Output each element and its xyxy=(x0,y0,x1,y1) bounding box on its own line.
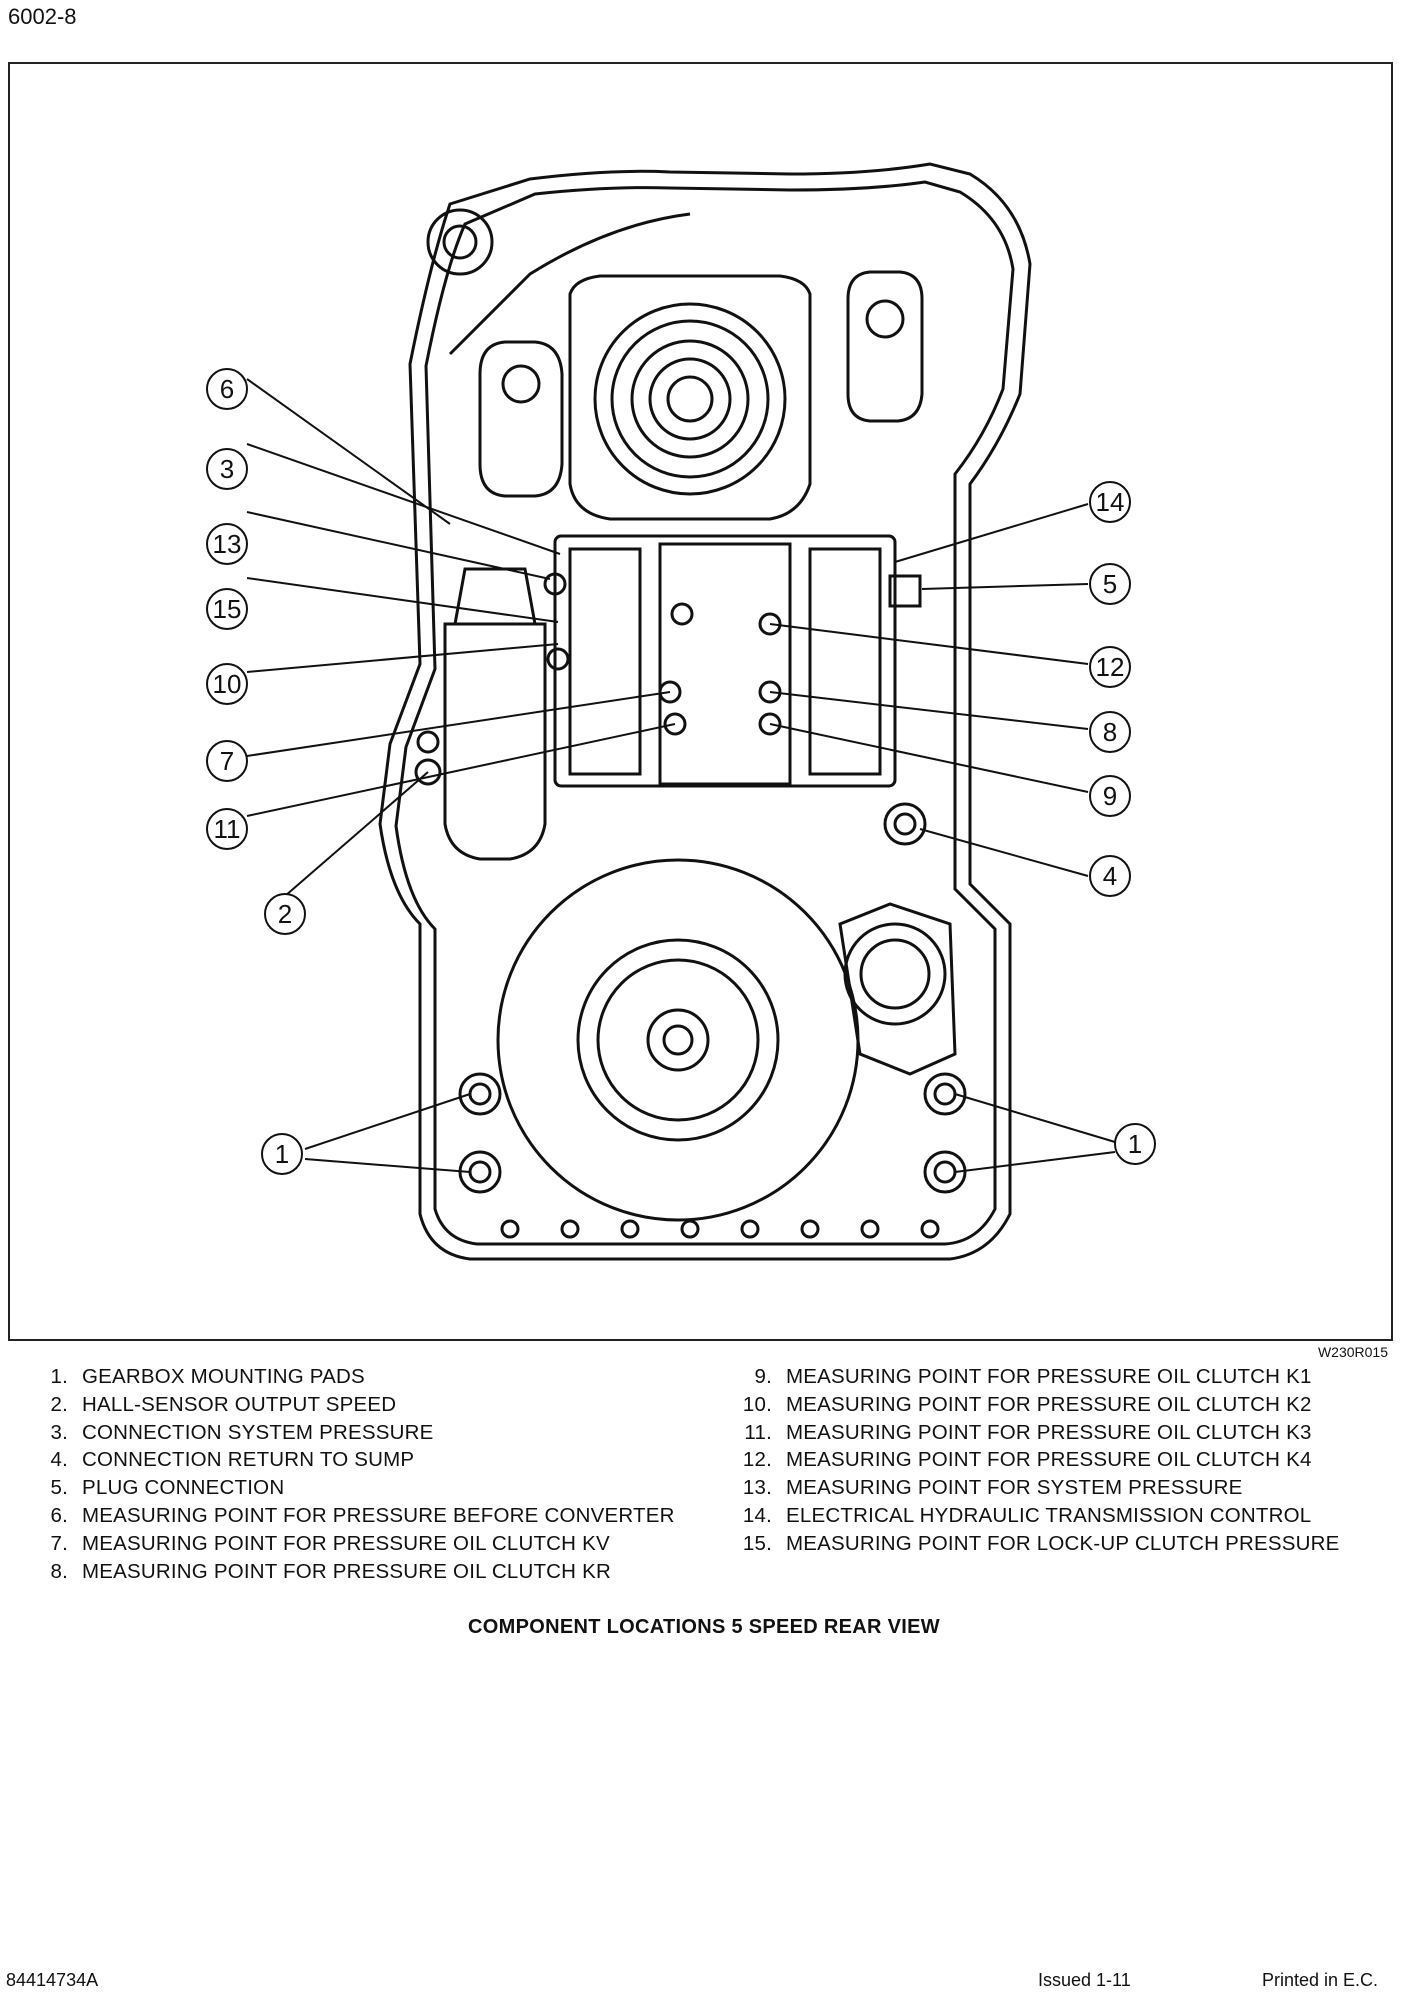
legend-left: 1. GEARBOX MOUNTING PADS 2. HALL-SENSOR OUT… xyxy=(34,1363,675,1585)
svg-text:9: 9 xyxy=(1103,781,1117,811)
callout-4: 4 xyxy=(1089,855,1131,897)
legend-item-text: MEASURING POINT FOR SYSTEM PRESSURE xyxy=(786,1476,1243,1500)
legend-item: 2. HALL-SENSOR OUTPUT SPEED xyxy=(34,1391,675,1419)
legend-item-text: MEASURING POINT FOR PRESSURE OIL CLUTCH … xyxy=(786,1392,1312,1416)
transmission-drawing: 6 3 13 15 10 7 11 2 1 14 5 12 8 9 4 1 xyxy=(206,162,1156,1261)
legend-item-number: 8. xyxy=(50,1559,68,1583)
legend-item: 7. MEASURING POINT FOR PRESSURE OIL CLUTC… xyxy=(34,1530,675,1558)
legend-item-text: MEASURING POINT FOR PRESSURE BEFORE CONV… xyxy=(82,1503,675,1527)
svg-text:10: 10 xyxy=(213,669,242,699)
legend-item: 14. ELECTRICAL HYDRAULIC TRANSMISSION CON… xyxy=(738,1502,1339,1530)
legend-item-number: 3. xyxy=(50,1420,68,1444)
svg-text:1: 1 xyxy=(275,1139,289,1169)
callout-11: 11 xyxy=(206,808,248,850)
legend-right: 9. MEASURING POINT FOR PRESSURE OIL CLUTC… xyxy=(738,1363,1339,1558)
legend-item-number: 13. xyxy=(742,1476,772,1500)
svg-text:6: 6 xyxy=(220,374,234,404)
legend-item-number: 1. xyxy=(50,1365,68,1388)
legend-item: 6. MEASURING POINT FOR PRESSURE BEFORE CO… xyxy=(34,1502,675,1530)
transmission-diagram: 6 3 13 15 10 7 11 2 1 14 5 12 8 9 4 1 xyxy=(8,62,1393,1341)
legend-item-number: 11. xyxy=(744,1420,772,1444)
legend-item: 12. MEASURING POINT FOR PRESSURE OIL CLUT… xyxy=(738,1446,1339,1474)
legend-item-number: 5. xyxy=(50,1476,68,1500)
legend-item: 13. MEASURING POINT FOR SYSTEM PRESSURE xyxy=(738,1474,1339,1502)
callout-13: 13 xyxy=(206,523,248,565)
legend-item: 8. MEASURING POINT FOR PRESSURE OIL CLUTC… xyxy=(34,1558,675,1586)
callout-8: 8 xyxy=(1089,711,1131,753)
legend-item: 4. CONNECTION RETURN TO SUMP xyxy=(34,1446,675,1474)
svg-text:5: 5 xyxy=(1103,569,1117,599)
legend-item-number: 2. xyxy=(50,1392,68,1416)
legend-item-text: CONNECTION RETURN TO SUMP xyxy=(82,1448,415,1472)
callout-9: 9 xyxy=(1089,775,1131,817)
svg-text:4: 4 xyxy=(1103,861,1117,891)
figure-code: W230R015 xyxy=(1317,1344,1388,1360)
callout-3: 3 xyxy=(206,448,248,490)
legend-item-number: 15. xyxy=(742,1531,772,1555)
svg-text:2: 2 xyxy=(278,899,292,929)
legend-item-text: GEARBOX MOUNTING PADS xyxy=(82,1365,365,1388)
legend-item-text: PLUG CONNECTION xyxy=(82,1476,285,1500)
legend-item-text: MEASURING POINT FOR PRESSURE OIL CLUTCH … xyxy=(82,1531,610,1555)
svg-text:13: 13 xyxy=(213,529,242,559)
footer-printed: Printed in E.C. xyxy=(1262,1970,1379,1990)
svg-text:11: 11 xyxy=(214,814,241,844)
legend-item: 15. MEASURING POINT FOR LOCK-UP CLUTCH PR… xyxy=(738,1530,1339,1558)
callout-2: 2 xyxy=(264,893,306,935)
svg-text:7: 7 xyxy=(220,746,234,776)
callout-5: 5 xyxy=(1089,563,1131,605)
legend-item: 3. CONNECTION SYSTEM PRESSURE xyxy=(34,1419,675,1447)
housing-outline xyxy=(378,162,1032,1261)
footer-issued: Issued 1-11 xyxy=(1038,1970,1131,1990)
legend-item-text: MEASURING POINT FOR LOCK-UP CLUTCH PRESS… xyxy=(786,1531,1340,1555)
callout-6: 6 xyxy=(206,368,248,410)
legend-item: 9. MEASURING POINT FOR PRESSURE OIL CLUTC… xyxy=(738,1363,1339,1391)
footer-doc-number: 84414734A xyxy=(6,1970,99,1990)
legend-item: 5. PLUG CONNECTION xyxy=(34,1474,675,1502)
legend-item-number: 7. xyxy=(50,1531,68,1555)
callout-1-left: 1 xyxy=(261,1133,303,1175)
legend-item-number: 9. xyxy=(754,1365,772,1388)
legend-item-number: 14. xyxy=(742,1503,772,1527)
svg-text:8: 8 xyxy=(1103,717,1117,747)
legend-item-number: 4. xyxy=(50,1448,68,1472)
figure-caption: COMPONENT LOCATIONS 5 SPEED REAR VIEW xyxy=(468,1616,940,1638)
legend-item-text: MEASURING POINT FOR PRESSURE OIL CLUTCH … xyxy=(786,1420,1312,1444)
legend-item: 11. MEASURING POINT FOR PRESSURE OIL CLUT… xyxy=(738,1419,1339,1447)
legend-item-number: 12. xyxy=(742,1448,772,1472)
legend-item-number: 10. xyxy=(742,1392,772,1416)
callout-7: 7 xyxy=(206,740,248,782)
legend-item-text: MEASURING POINT FOR PRESSURE OIL CLUTCH … xyxy=(786,1365,1312,1388)
legend-item-number: 6. xyxy=(50,1503,68,1527)
callout-14: 14 xyxy=(1089,481,1131,523)
svg-text:12: 12 xyxy=(1096,652,1125,682)
legend-item-text: HALL-SENSOR OUTPUT SPEED xyxy=(82,1392,397,1416)
callout-leaders xyxy=(246,378,1116,1173)
legend-item-text: ELECTRICAL HYDRAULIC TRANSMISSION CONTRO… xyxy=(786,1503,1312,1527)
legend-item: 1. GEARBOX MOUNTING PADS xyxy=(34,1363,675,1391)
legend-item-text: MEASURING POINT FOR PRESSURE OIL CLUTCH … xyxy=(786,1448,1312,1472)
svg-text:3: 3 xyxy=(220,454,234,484)
svg-text:14: 14 xyxy=(1096,487,1125,517)
callout-12: 12 xyxy=(1089,646,1131,688)
page-number: 6002-8 xyxy=(8,4,77,29)
callout-10: 10 xyxy=(206,663,248,705)
callout-15: 15 xyxy=(206,588,248,630)
svg-text:15: 15 xyxy=(213,594,242,624)
legend-item-text: CONNECTION SYSTEM PRESSURE xyxy=(82,1420,434,1444)
callout-1-right: 1 xyxy=(1114,1123,1156,1165)
legend-item: 10. MEASURING POINT FOR PRESSURE OIL CLUT… xyxy=(738,1391,1339,1419)
legend-item-text: MEASURING POINT FOR PRESSURE OIL CLUTCH … xyxy=(82,1559,611,1583)
svg-text:1: 1 xyxy=(1128,1129,1142,1159)
